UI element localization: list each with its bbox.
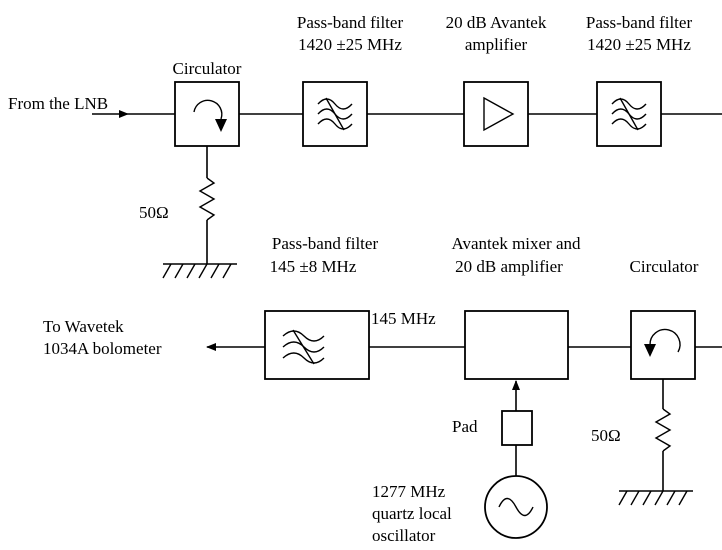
bandpass-filter-1	[302, 81, 368, 147]
lo-label-line3: oscillator	[372, 526, 436, 545]
bpf2-label-line1: Pass-band filter	[586, 13, 693, 32]
circulator-1-label: Circulator	[173, 59, 242, 78]
bpf3-label-line1: Pass-band filter	[272, 234, 379, 253]
bpf1-label-line1: Pass-band filter	[297, 13, 404, 32]
circulator-1	[174, 81, 240, 147]
amplifier	[463, 81, 529, 147]
load-2-label: 50Ω	[591, 426, 621, 445]
load-1-label: 50Ω	[139, 203, 169, 222]
amp-label-line1: 20 dB Avantek	[446, 13, 547, 32]
output-label-line2: 1034A bolometer	[43, 339, 162, 358]
pad-block	[501, 410, 533, 446]
ground-1	[162, 263, 237, 279]
bpf3-label-line2: 145 ±8 MHz	[270, 257, 357, 276]
bandpass-filter-2	[596, 81, 662, 147]
mixer-label-line2: 20 dB amplifier	[455, 257, 563, 276]
bpf2-label-line2: 1420 ±25 MHz	[587, 35, 691, 54]
local-oscillator	[484, 475, 548, 539]
lo-label-line1: 1277 MHz	[372, 482, 446, 501]
circulator-2-label: Circulator	[630, 257, 699, 276]
if-frequency-label: 145 MHz	[371, 309, 436, 328]
ground-2	[618, 490, 693, 506]
amp-label-line2: amplifier	[465, 35, 528, 54]
load-resistor-2	[654, 379, 672, 491]
input-label: From the LNB	[8, 94, 108, 113]
bandpass-filter-3	[264, 310, 370, 380]
mixer-label-line1: Avantek mixer and	[451, 234, 581, 253]
mixer-block	[464, 310, 569, 380]
lo-label-line2: quartz local	[372, 504, 452, 523]
pad-label: Pad	[452, 417, 478, 436]
output-label-line1: To Wavetek	[43, 317, 124, 336]
circulator-2	[630, 310, 696, 380]
bpf1-label-line2: 1420 ±25 MHz	[298, 35, 402, 54]
load-resistor-1	[198, 146, 216, 264]
